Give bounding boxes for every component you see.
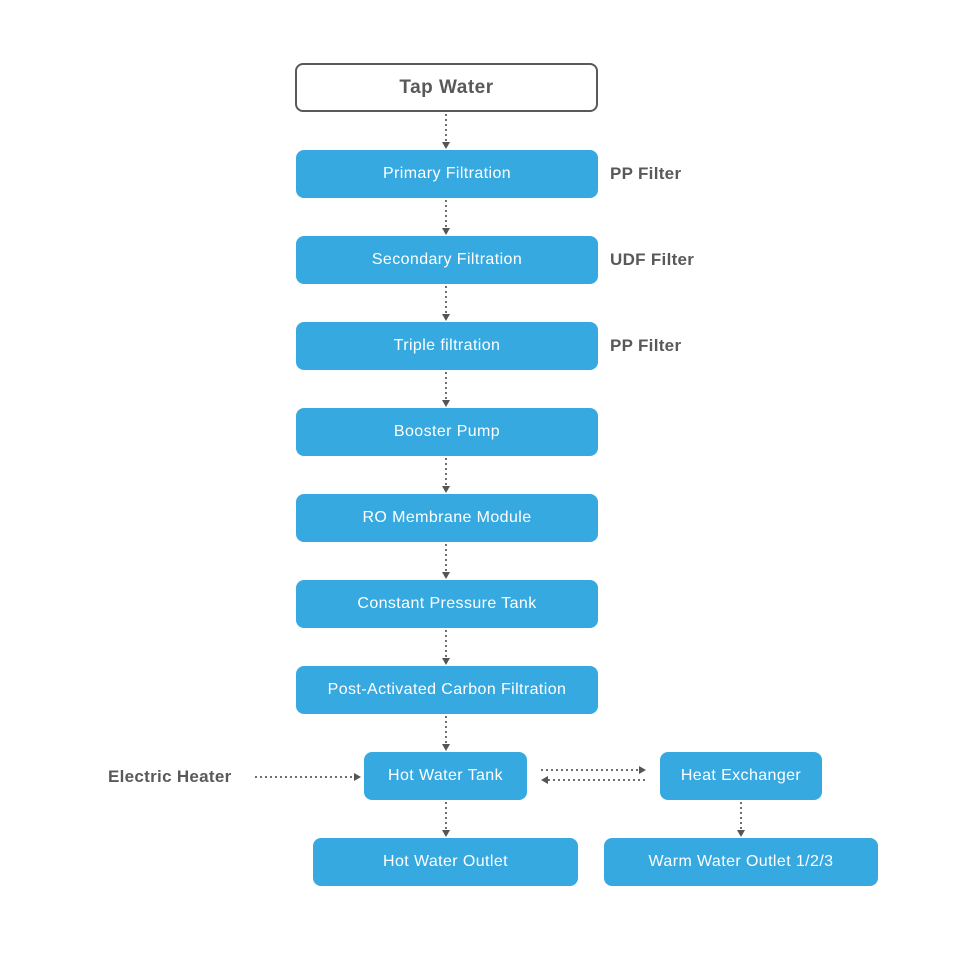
node-ro-membrane-module: RO Membrane Module — [296, 494, 598, 542]
arrow-ro-membrane-to-constant-pressure-tank — [442, 544, 450, 579]
arrowhead-right-icon — [354, 773, 361, 781]
arrowhead-down-icon — [442, 228, 450, 235]
arrowhead-down-icon — [442, 486, 450, 493]
annotation-pp-filter-triple: PP Filter — [610, 336, 682, 355]
node-ro-membrane-module-label: RO Membrane Module — [362, 509, 532, 526]
node-triple-filtration-label: Triple filtration — [393, 337, 501, 354]
arrowhead-down-icon — [442, 142, 450, 149]
arrow-primary-to-secondary-filtration — [442, 200, 450, 235]
arrowhead-down-icon — [442, 830, 450, 837]
arrow-tap-water-to-primary-filtration — [442, 114, 450, 149]
arrow-hot-water-tank-to-hot-water-outlet — [442, 802, 450, 837]
arrow-electric-heater-to-hot-water-tank — [255, 773, 361, 781]
arrow-secondary-to-triple-filtration — [442, 286, 450, 321]
node-tap-water-label: Tap Water — [399, 76, 494, 98]
node-triple-filtration: Triple filtration — [296, 322, 598, 370]
arrowhead-down-icon — [442, 744, 450, 751]
annotation-electric-heater: Electric Heater — [108, 767, 232, 786]
node-warm-water-outlet: Warm Water Outlet 1/2/3 — [604, 838, 878, 886]
annotation-pp-filter-primary: PP Filter — [610, 164, 682, 183]
arrowhead-down-icon — [442, 658, 450, 665]
arrow-booster-pump-to-ro-membrane — [442, 458, 450, 493]
node-post-activated-carbon-filtration: Post-Activated Carbon Filtration — [296, 666, 598, 714]
arrowhead-down-icon — [737, 830, 745, 837]
node-secondary-filtration: Secondary Filtration — [296, 236, 598, 284]
node-hot-water-outlet-label: Hot Water Outlet — [383, 853, 508, 870]
node-primary-filtration: Primary Filtration — [296, 150, 598, 198]
node-hot-water-tank-label: Hot Water Tank — [388, 767, 503, 784]
node-heat-exchanger-label: Heat Exchanger — [680, 767, 802, 784]
arrow-heat-exchanger-to-hot-water-tank — [541, 776, 646, 784]
annotation-udf-filter-secondary: UDF Filter — [610, 250, 695, 269]
node-primary-filtration-label: Primary Filtration — [382, 165, 512, 182]
node-booster-pump-label: Booster Pump — [393, 423, 501, 440]
arrowhead-left-icon — [541, 776, 548, 784]
arrowhead-down-icon — [442, 400, 450, 407]
node-constant-pressure-tank: Constant Pressure Tank — [296, 580, 598, 628]
arrow-constant-pressure-tank-to-post-carbon — [442, 630, 450, 665]
arrow-triple-filtration-to-booster-pump — [442, 372, 450, 407]
arrow-hot-water-tank-to-heat-exchanger — [541, 766, 646, 774]
node-tap-water: Tap Water — [295, 63, 598, 112]
arrow-heat-exchanger-to-warm-water-outlet — [737, 802, 745, 837]
node-heat-exchanger: Heat Exchanger — [660, 752, 822, 800]
node-hot-water-tank: Hot Water Tank — [364, 752, 527, 800]
arrow-post-carbon-to-hot-water-tank — [442, 716, 450, 751]
node-constant-pressure-tank-label: Constant Pressure Tank — [357, 595, 537, 612]
node-warm-water-outlet-label: Warm Water Outlet 1/2/3 — [648, 853, 834, 870]
arrowhead-right-icon — [639, 766, 646, 774]
node-post-activated-carbon-filtration-label: Post-Activated Carbon Filtration — [327, 681, 567, 698]
arrowhead-down-icon — [442, 314, 450, 321]
node-secondary-filtration-label: Secondary Filtration — [371, 251, 523, 268]
node-booster-pump: Booster Pump — [296, 408, 598, 456]
node-hot-water-outlet: Hot Water Outlet — [313, 838, 578, 886]
arrowhead-down-icon — [442, 572, 450, 579]
